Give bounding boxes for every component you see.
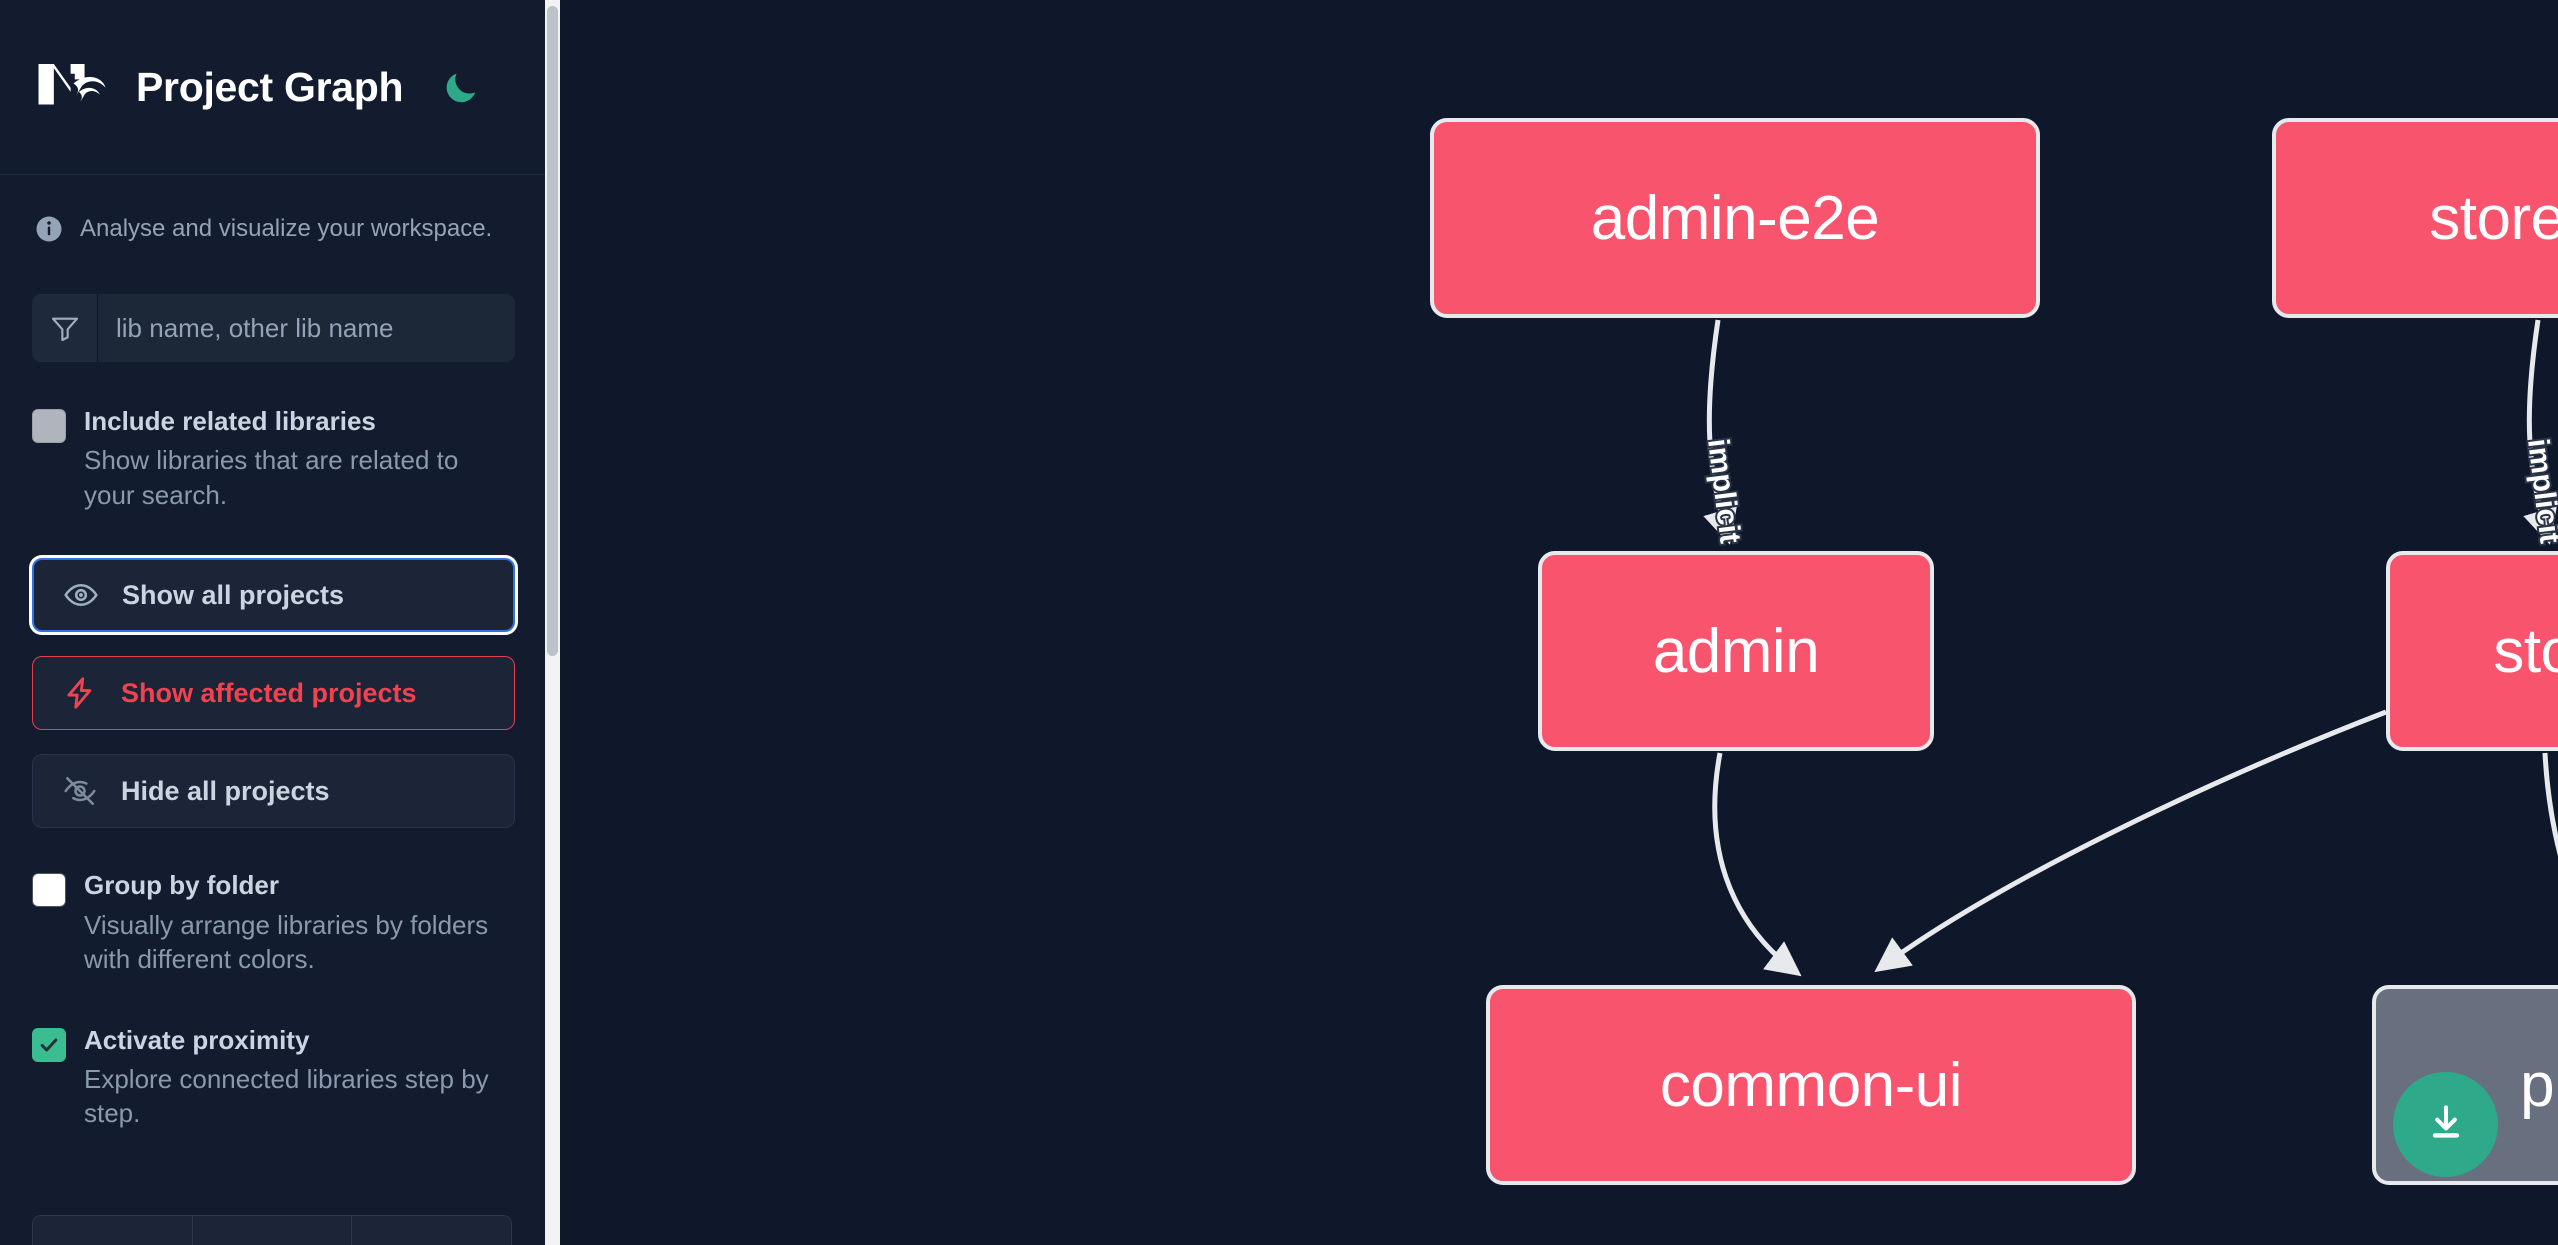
graph-node-admin-e2e[interactable]: admin-e2e bbox=[1430, 118, 2040, 318]
graph-node-label: products bbox=[2520, 1050, 2558, 1120]
filter-bar bbox=[32, 294, 515, 363]
search-input[interactable] bbox=[98, 294, 515, 363]
segment-3[interactable] bbox=[352, 1216, 511, 1245]
bottom-segmented-control[interactable] bbox=[32, 1215, 512, 1245]
checkbox-box-activate-proximity[interactable] bbox=[32, 1027, 66, 1062]
checkbox-label: Activate proximity bbox=[84, 1024, 310, 1055]
checkbox-label: Group by folder bbox=[84, 870, 279, 901]
nx-logo-icon bbox=[30, 57, 114, 117]
checkbox-description: Explore connected libraries step by step… bbox=[84, 1063, 489, 1129]
eye-slash-icon bbox=[61, 772, 99, 810]
show-all-projects-label: Show all projects bbox=[122, 579, 345, 610]
graph-node-label: store-e2e bbox=[2429, 183, 2558, 253]
edge-store-products bbox=[2542, 752, 2558, 857]
show-affected-projects-label: Show affected projects bbox=[121, 677, 417, 708]
edge-label-implicit-admin: implicit bbox=[1701, 437, 1747, 545]
segment-2[interactable] bbox=[192, 1216, 353, 1245]
graph-node-admin[interactable]: admin bbox=[1538, 551, 1934, 751]
page-title: Project Graph bbox=[136, 63, 404, 110]
checkbox-include-related-libraries[interactable]: Include related libraries Show libraries… bbox=[0, 404, 545, 512]
eye-icon bbox=[62, 576, 100, 614]
lightning-bolt-icon bbox=[61, 674, 99, 712]
checkbox-box-include-related-libraries[interactable] bbox=[32, 409, 66, 444]
graph-node-label: common-ui bbox=[1659, 1050, 1963, 1120]
sidebar-scrollbar[interactable] bbox=[545, 0, 560, 1245]
workspace-note-text: Analyse and visualize your workspace. bbox=[80, 215, 493, 242]
edge-store-common-ui bbox=[1874, 709, 2387, 973]
segment-1[interactable] bbox=[33, 1216, 193, 1245]
checkbox-box-group-by-folder[interactable] bbox=[32, 873, 66, 908]
show-all-projects-button[interactable]: Show all projects bbox=[32, 558, 515, 633]
graph-node-store-e2e[interactable]: store-e2e bbox=[2272, 118, 2558, 318]
info-icon bbox=[34, 214, 64, 244]
show-affected-projects-button[interactable]: Show affected projects bbox=[32, 656, 515, 731]
project-visibility-buttons: Show all projects Show affected projects bbox=[32, 558, 515, 829]
graph-canvas[interactable]: implicit implicit admin-e2e store-e2e ad… bbox=[560, 0, 2558, 1245]
check-icon bbox=[40, 1038, 58, 1052]
sidebar-scrollbar-thumb[interactable] bbox=[547, 6, 558, 656]
funnel-icon[interactable] bbox=[32, 294, 98, 363]
graph-edges: implicit implicit bbox=[1699, 319, 2558, 977]
graph-node-label: store bbox=[2493, 616, 2558, 686]
checkbox-description: Show libraries that are related to your … bbox=[84, 445, 459, 510]
graph-node-common-ui[interactable]: common-ui bbox=[1486, 985, 2136, 1185]
moon-icon[interactable] bbox=[439, 65, 483, 109]
edge-label-implicit-store: implicit bbox=[2521, 437, 2558, 545]
edge-admin-common-ui bbox=[1712, 752, 1802, 977]
graph-node-store[interactable]: store bbox=[2386, 551, 2558, 751]
hide-all-projects-button[interactable]: Hide all projects bbox=[32, 754, 515, 829]
graph-node-label: admin bbox=[1652, 616, 1820, 686]
sidebar: Project Graph Analyse and visualize your… bbox=[0, 0, 560, 1245]
hide-all-projects-label: Hide all projects bbox=[121, 775, 330, 806]
edge-store-e2e-store bbox=[2523, 319, 2557, 545]
checkbox-label: Include related libraries bbox=[84, 406, 376, 437]
checkbox-activate-proximity[interactable]: Activate proximity Explore connected lib… bbox=[0, 1023, 545, 1131]
workspace-note: Analyse and visualize your workspace. bbox=[0, 175, 545, 244]
graph-node-label: admin-e2e bbox=[1590, 183, 1880, 253]
checkbox-group-by-folder[interactable]: Group by folder Visually arrange librari… bbox=[0, 868, 545, 976]
sidebar-header: Project Graph bbox=[0, 0, 545, 175]
checkbox-description: Visually arrange libraries by folders wi… bbox=[84, 909, 489, 975]
edge-admin-e2e-admin bbox=[1703, 319, 1737, 545]
download-icon bbox=[2424, 1101, 2468, 1148]
download-image-button[interactable] bbox=[2393, 1072, 2498, 1177]
